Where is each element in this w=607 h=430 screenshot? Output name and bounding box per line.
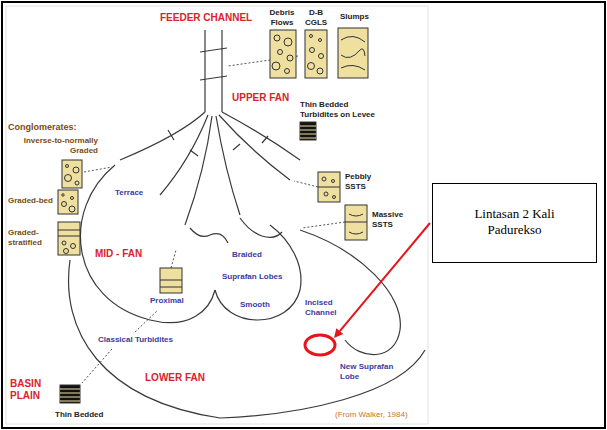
massive-sandstone-log (345, 205, 367, 240)
braided-channel (190, 228, 228, 243)
leader-line (135, 310, 158, 332)
location-circle (305, 335, 335, 355)
distributary-channel (120, 112, 205, 160)
distributary-channel (160, 115, 208, 195)
facies-label: Graded-stratified (8, 228, 56, 247)
facies-label: Graded-bed (8, 196, 53, 206)
callout-box: Lintasan 2 Kali Padurekso (432, 183, 597, 263)
facies-label: D-B CGLS (302, 8, 330, 27)
distributary-channel (222, 112, 300, 160)
callout-text: Lintasan 2 Kali Padurekso (471, 206, 559, 239)
source-note: (From Walker, 1984) (335, 410, 408, 420)
leader-line (171, 250, 176, 268)
leader-line (294, 181, 318, 187)
distributary-channel (185, 116, 212, 225)
thin-bedded-log (60, 385, 80, 403)
proximal-turbidite-log (160, 268, 182, 293)
debris-flow-log (270, 30, 296, 78)
db-conglomerate-log (305, 30, 327, 78)
lower-fan-outline (69, 260, 425, 418)
graded-bed-log (58, 190, 78, 214)
leader-line (302, 222, 345, 228)
graded-stratified-log (58, 222, 80, 255)
braided-channel (240, 218, 282, 237)
distributary-channel (216, 116, 240, 215)
environment-heading: FEEDER CHANNEL (160, 12, 252, 24)
leader-line (82, 349, 112, 383)
environment-heading: MID - FAN (95, 248, 142, 260)
new-suprafan-lobe (300, 230, 400, 355)
facies-label: Pebbly SSTS (345, 172, 385, 191)
feeder-channel-wall (204, 30, 205, 112)
facies-heading: Conglomerates: (8, 122, 77, 133)
channel-tick (200, 48, 227, 80)
feeder-channel-wall (221, 30, 222, 112)
facies-label: Thin Bedded (55, 410, 103, 420)
suprafan-lobe (80, 165, 215, 323)
suprafan-lobe (215, 225, 301, 320)
levee-turbidite-log (300, 122, 316, 140)
facies-label: Massive SSTS (372, 210, 412, 229)
slump-log (338, 28, 368, 78)
channel-tick (168, 130, 268, 156)
callout-arrow-line (340, 223, 430, 331)
subenvironment-label: Braided (232, 250, 262, 260)
environment-heading: BASIN PLAIN (10, 378, 52, 402)
subenvironment-label: Suprafan Lobes (222, 272, 282, 282)
subenvironment-label: New Suprafan Lobe (340, 362, 398, 381)
facies-label: Debris Flows (264, 8, 300, 27)
facies-label: Inverse-to-normally Graded (8, 136, 98, 155)
callout-arrow-head (334, 328, 343, 338)
subenvironment-label: Proximal (150, 296, 184, 306)
facies-label: Slumps (340, 12, 369, 22)
subenvironment-label: Terrace (115, 188, 143, 198)
log-icons (58, 28, 368, 403)
leader-line (84, 167, 112, 172)
subenvironment-label: Classical Turbidites (98, 335, 173, 345)
environment-heading: LOWER FAN (145, 372, 205, 384)
pebbly-sandstone-log (318, 172, 340, 202)
callout-arrow (334, 223, 430, 338)
environment-heading: UPPER FAN (232, 92, 289, 104)
fan-outlines (69, 30, 425, 418)
distributary-channel (219, 115, 290, 180)
image-frame (6, 6, 428, 424)
inverse-graded-log (62, 160, 82, 188)
subenvironment-label: Incised Channel (305, 298, 345, 317)
facies-label: Thin Bedded Turbidites on Levee (300, 100, 388, 119)
subenvironment-label: Smooth (240, 300, 270, 310)
